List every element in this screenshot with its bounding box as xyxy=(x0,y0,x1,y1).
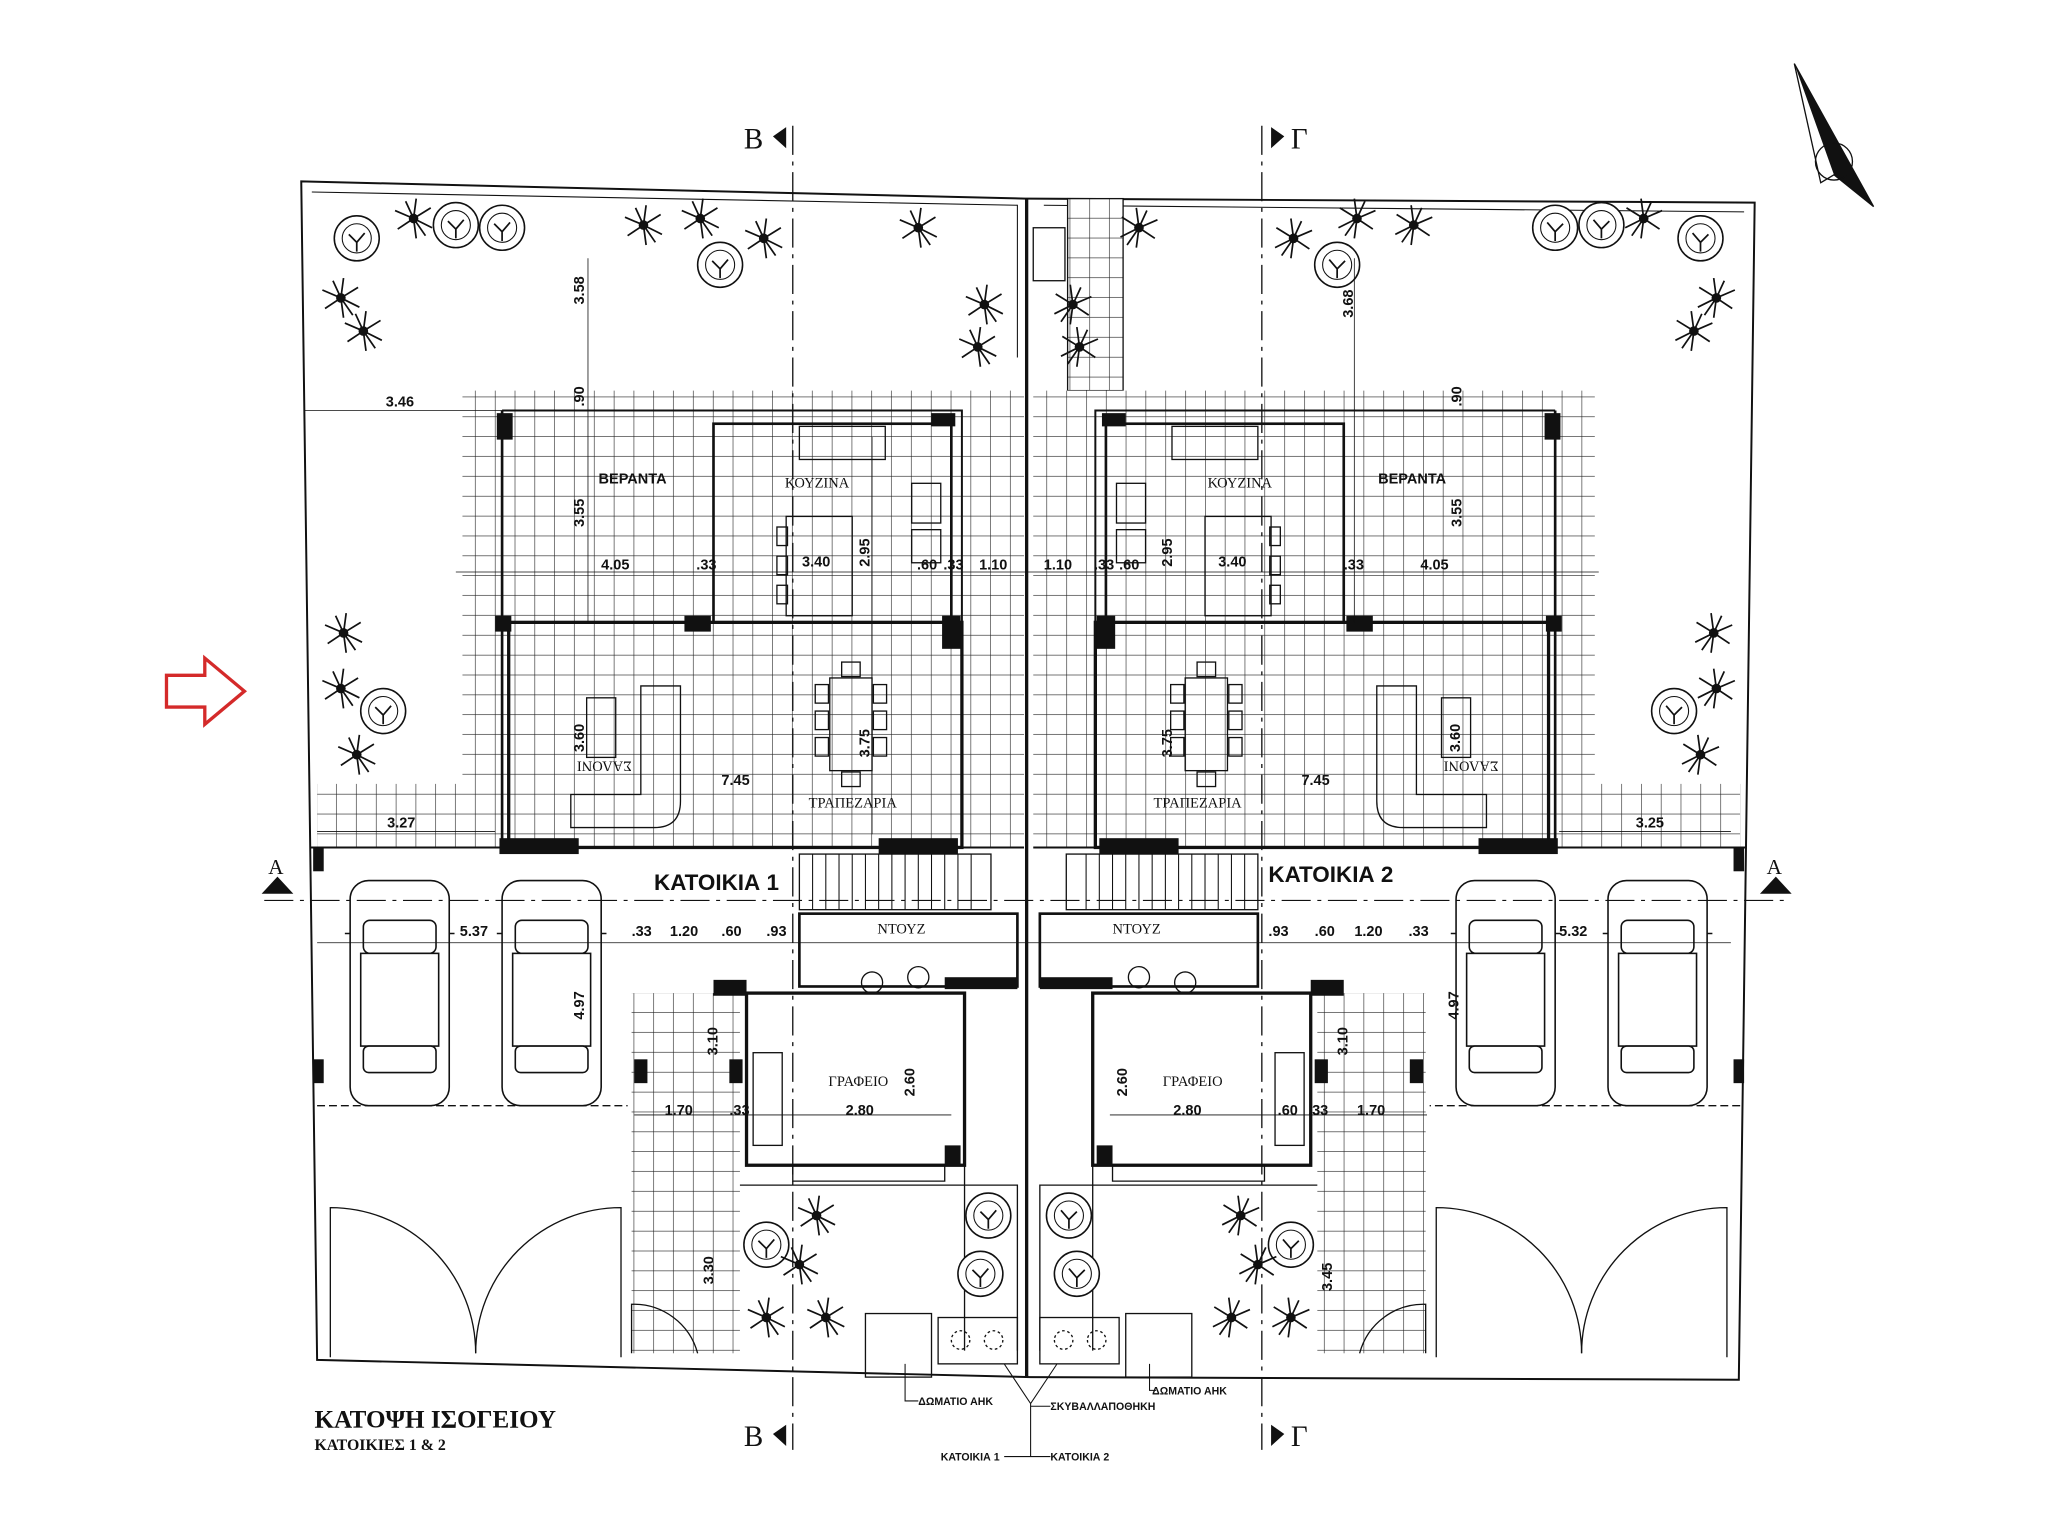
svg-text:4.05: 4.05 xyxy=(601,557,629,573)
svg-text:.60: .60 xyxy=(721,924,741,940)
room-office-1: ΓΡΑΦΕΙΟ xyxy=(828,1074,888,1090)
svg-text:3.40: 3.40 xyxy=(1218,555,1246,571)
svg-text:.60: .60 xyxy=(1315,924,1335,940)
svg-text:1.70: 1.70 xyxy=(665,1103,693,1119)
svg-text:.33: .33 xyxy=(1344,557,1364,573)
svg-text:1.10: 1.10 xyxy=(1044,557,1072,573)
svg-text:2.95: 2.95 xyxy=(1160,538,1176,566)
dimensions-house-2: 3.68 .90 3.55 4.05 .33 3.40 2.95 .60 .33… xyxy=(1044,289,1664,1291)
section-a-right: Α xyxy=(1767,855,1783,879)
svg-text:.90: .90 xyxy=(1449,386,1465,406)
house-2-label: ΚΑΤΟΙΚΙΑ 2 xyxy=(1268,862,1393,887)
svg-text:.33: .33 xyxy=(1308,1103,1328,1119)
svg-text:.93: .93 xyxy=(1268,924,1288,940)
svg-text:3.75: 3.75 xyxy=(857,729,873,757)
svg-text:3.40: 3.40 xyxy=(802,555,830,571)
room-dining-1: ΤΡΑΠΕΖΑΡΙΑ xyxy=(809,796,898,812)
svg-text:3.10: 3.10 xyxy=(705,1027,721,1055)
svg-text:.60: .60 xyxy=(1119,557,1139,573)
svg-text:1.10: 1.10 xyxy=(979,557,1007,573)
svg-text:2.95: 2.95 xyxy=(857,538,873,566)
drawing-title: ΚΑΤΟΨΗ ΙΣΟΓΕΙΟΥ xyxy=(314,1406,556,1433)
svg-text:2.60: 2.60 xyxy=(1115,1068,1131,1096)
room-living-1: ΣΑΛΟΝΙ xyxy=(577,757,632,773)
svg-text:3.30: 3.30 xyxy=(702,1256,718,1284)
svg-text:.60: .60 xyxy=(1278,1103,1298,1119)
room-veranda-2: ΒΕΡΑΝΤΑ xyxy=(1378,471,1447,487)
svg-text:.33: .33 xyxy=(1094,557,1114,573)
room-shower-1: ΝΤΟΥΖ xyxy=(877,922,925,938)
svg-text:4.97: 4.97 xyxy=(1447,991,1463,1019)
svg-text:.90: .90 xyxy=(572,386,588,406)
house-2-plan xyxy=(1033,199,1746,1377)
room-office-2: ΓΡΑΦΕΙΟ xyxy=(1163,1074,1223,1090)
svg-text:4.05: 4.05 xyxy=(1420,557,1448,573)
section-b-bottom: Β xyxy=(744,1421,763,1453)
svg-text:1.20: 1.20 xyxy=(670,924,698,940)
room-living-2: ΣΑΛΟΝΙ xyxy=(1444,757,1499,773)
house-1-label: ΚΑΤΟΙΚΙΑ 1 xyxy=(654,870,779,895)
section-g-top: Γ xyxy=(1291,123,1308,155)
svg-text:.33: .33 xyxy=(943,557,963,573)
section-b-top: Β xyxy=(744,123,763,155)
svg-text:3.25: 3.25 xyxy=(1636,816,1664,832)
room-kitchen-2: ΚΟΥΖΙΝΑ xyxy=(1208,475,1273,491)
svg-text:3.60: 3.60 xyxy=(1448,724,1464,752)
svg-text:7.45: 7.45 xyxy=(1301,773,1329,789)
svg-text:3.55: 3.55 xyxy=(572,499,588,527)
callout-eac-room-2: ΔΩΜΑΤΙΟ ΑΗΚ xyxy=(1152,1385,1227,1397)
svg-text:.93: .93 xyxy=(766,924,786,940)
section-g-bottom: Γ xyxy=(1291,1421,1308,1453)
svg-text:.33: .33 xyxy=(1408,924,1428,940)
svg-text:3.68: 3.68 xyxy=(1341,289,1357,317)
room-dining-2: ΤΡΑΠΕΖΑΡΙΑ xyxy=(1153,796,1242,812)
room-shower-2: ΝΤΟΥΖ xyxy=(1113,922,1161,938)
dimensions-house-1: 3.58 3.46 .90 3.55 4.05 .33 3.40 2.95 .6… xyxy=(386,276,1008,1284)
svg-text:2.60: 2.60 xyxy=(902,1068,918,1096)
entrance-arrow-icon xyxy=(164,654,248,728)
room-veranda-1: ΒΕΡΑΝΤΑ xyxy=(599,471,668,487)
drawing-subtitle: ΚΑΤΟΙΚΙΕΣ 1 & 2 xyxy=(314,1437,445,1454)
svg-text:.33: .33 xyxy=(729,1103,749,1119)
callout-house-1: ΚΑΤΟΙΚΙΑ 1 xyxy=(941,1452,1000,1464)
svg-text:3.10: 3.10 xyxy=(1336,1027,1352,1055)
svg-text:7.45: 7.45 xyxy=(721,773,749,789)
svg-text:3.75: 3.75 xyxy=(1160,729,1176,757)
section-lines xyxy=(792,125,1263,1450)
svg-text:1.20: 1.20 xyxy=(1354,924,1382,940)
svg-text:3.60: 3.60 xyxy=(572,724,588,752)
svg-text:3.45: 3.45 xyxy=(1320,1263,1336,1291)
svg-text:5.37: 5.37 xyxy=(460,924,488,940)
house-1-plan xyxy=(311,199,1024,1377)
svg-text:2.80: 2.80 xyxy=(1173,1103,1201,1119)
callout-eac-room-1: ΔΩΜΑΤΙΟ ΑΗΚ xyxy=(918,1396,993,1408)
north-arrow-icon xyxy=(1793,63,1875,208)
callout-bin-store: ΣΚΥΒΑΛΛΑΠΟΘΗΚΗ xyxy=(1050,1401,1155,1413)
callout-house-2: ΚΑΤΟΙΚΙΑ 2 xyxy=(1050,1452,1109,1464)
svg-text:.33: .33 xyxy=(632,924,652,940)
svg-text:5.32: 5.32 xyxy=(1559,924,1587,940)
room-kitchen-1: ΚΟΥΖΙΝΑ xyxy=(785,475,850,491)
svg-text:2.80: 2.80 xyxy=(846,1103,874,1119)
svg-text:3.55: 3.55 xyxy=(1449,499,1465,527)
svg-text:3.58: 3.58 xyxy=(572,276,588,304)
svg-text:4.97: 4.97 xyxy=(572,991,588,1019)
svg-text:.33: .33 xyxy=(696,557,716,573)
svg-text:3.46: 3.46 xyxy=(386,394,414,410)
svg-text:1.70: 1.70 xyxy=(1357,1103,1385,1119)
svg-text:.60: .60 xyxy=(917,557,937,573)
section-a-left: Α xyxy=(268,855,284,879)
svg-text:3.27: 3.27 xyxy=(387,816,415,832)
